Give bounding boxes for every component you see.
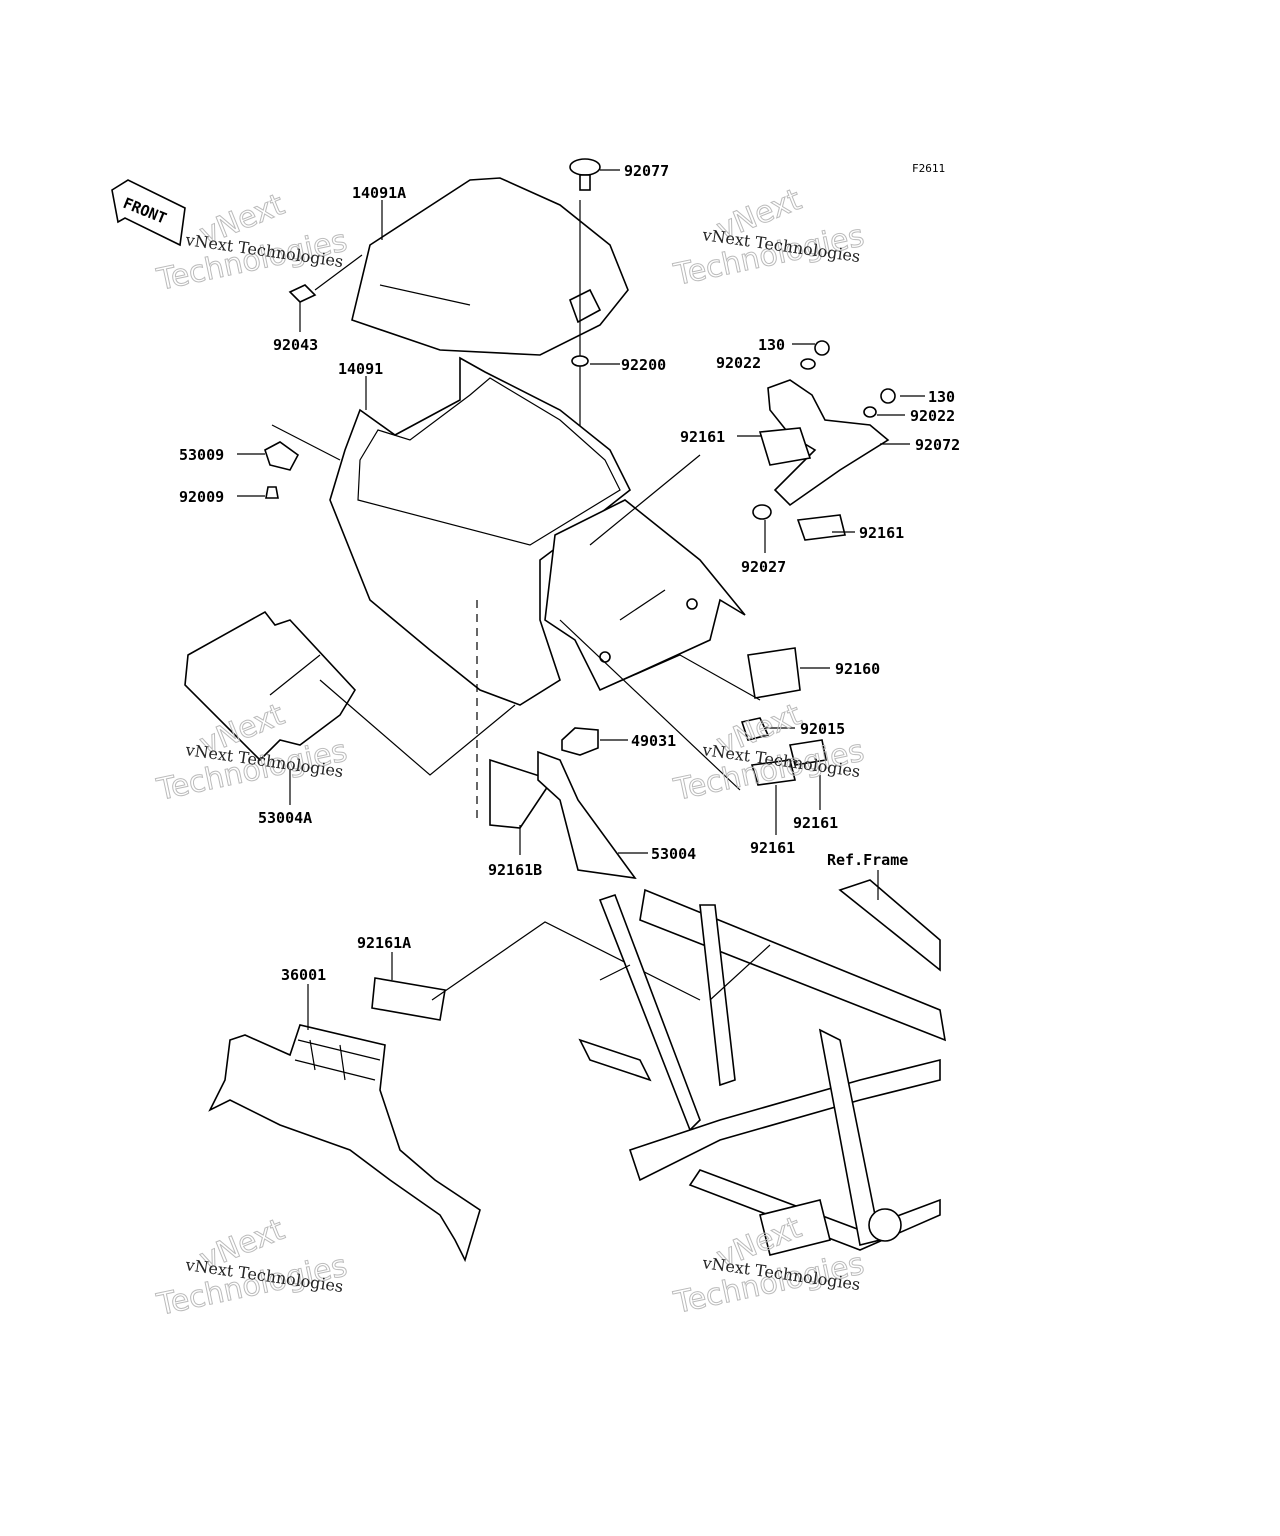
label-92161A: 92161A [357, 934, 411, 952]
label-14091A: 14091A [352, 184, 406, 202]
grommet-49031 [561, 727, 599, 756]
label-130-b: 130 [928, 388, 955, 406]
upper-cover-14091A [351, 177, 629, 356]
label-92200: 92200 [621, 356, 666, 374]
label-53009: 53009 [179, 446, 224, 464]
washer-92022-b [863, 406, 877, 418]
washer-92200 [571, 355, 589, 367]
label-92022-a: 92022 [716, 354, 761, 372]
bracket-53009 [264, 441, 300, 471]
label-92072: 92072 [915, 436, 960, 454]
washer-92027 [752, 504, 772, 520]
air-duct-36001 [208, 1024, 481, 1263]
label-92161-right: 92161 [859, 524, 904, 542]
label-92161-upper: 92161 [680, 428, 725, 446]
label-92077: 92077 [624, 162, 669, 180]
label-92027: 92027 [741, 558, 786, 576]
label-92160: 92160 [835, 660, 880, 678]
diagram-id: F2611 [912, 162, 945, 175]
label-53004: 53004 [651, 845, 696, 863]
label-14091: 14091 [338, 360, 383, 378]
bolt-130-b [880, 388, 896, 404]
label-53004A: 53004A [258, 809, 312, 827]
label-49031: 49031 [631, 732, 676, 750]
cover-bracket [569, 288, 602, 324]
pad-92161A [371, 977, 446, 1021]
label-36001: 36001 [281, 966, 326, 984]
pad-92161-lower-a [750, 759, 796, 786]
label-92161-lower-a: 92161 [750, 839, 795, 857]
label-92161-lower-b: 92161 [793, 814, 838, 832]
label-ref-frame: Ref.Frame [827, 851, 908, 869]
pad-92161-lower-b [789, 739, 827, 766]
frame-ref [578, 879, 947, 1256]
label-92009: 92009 [179, 488, 224, 506]
sheet-53004A [184, 610, 356, 762]
pad-92160 [747, 647, 801, 699]
sheet-53004 [537, 750, 637, 880]
label-92022-b: 92022 [910, 407, 955, 425]
label-92043: 92043 [273, 336, 318, 354]
label-92015: 92015 [800, 720, 845, 738]
clip-92077 [569, 158, 601, 176]
front-arrow-icon: FRONT [111, 179, 186, 247]
leader-lines [237, 169, 925, 1030]
inner-panel [544, 499, 746, 692]
washer-92022-a [800, 358, 816, 370]
pad-92161-upper [758, 427, 812, 466]
label-92161B: 92161B [488, 861, 542, 879]
bolt-130-a [814, 340, 830, 356]
pad-92161-right [796, 514, 846, 541]
pin-92043 [288, 284, 317, 303]
screw-92009 [265, 486, 279, 499]
watermark: vNext Technologies vNext Technologies vN… [153, 182, 868, 1324]
label-130-a: 130 [758, 336, 785, 354]
nut-92015 [740, 717, 770, 741]
